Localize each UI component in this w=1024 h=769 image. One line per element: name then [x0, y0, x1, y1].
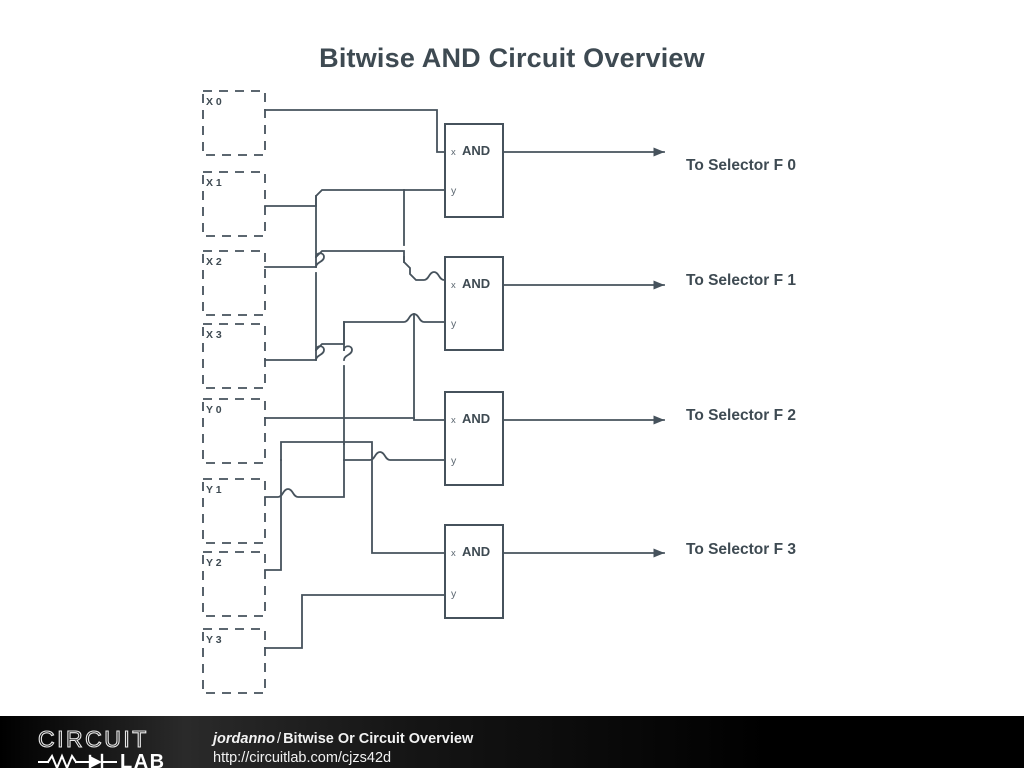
gate2-name-label: AND — [462, 411, 490, 426]
input-label-x3: X 3 — [206, 329, 222, 341]
wire-y0-to-gate2-x — [264, 417, 446, 421]
wire-x0-to-gate0-x — [264, 109, 446, 153]
output-label-f1: To Selector F 1 — [686, 272, 796, 289]
input-block-y1[interactable]: Y 1 — [202, 478, 266, 544]
gate1-name-label: AND — [462, 276, 490, 291]
footer-project-line: jordanno/Bitwise Or Circuit Overview — [213, 730, 473, 749]
input-block-x3[interactable]: X 3 — [202, 323, 266, 389]
and-gate-3[interactable]: x AND y — [444, 524, 504, 619]
input-label-y1: Y 1 — [206, 484, 222, 496]
gate1-x-port-label: x — [451, 280, 456, 291]
schematic-canvas: Bitwise AND Circuit Overview X 0 X 1 X 2 — [202, 43, 796, 694]
input-label-y3: Y 3 — [206, 634, 222, 646]
output-label-f0: To Selector F 0 — [686, 157, 796, 174]
circuit-schematic: X 0 X 1 X 2 X 3 Y 0 Y 1 — [202, 90, 665, 694]
gate2-y-port-label: y — [451, 455, 457, 467]
gate2-x-port-label: x — [451, 415, 456, 426]
gate0-y-port-label: y — [451, 185, 457, 197]
gate3-y-port-label: y — [451, 588, 457, 600]
junction-hop-x3-over-bus — [315, 345, 325, 361]
wire-y2-branch — [280, 441, 446, 554]
footer-project-name: Bitwise Or Circuit Overview — [283, 731, 474, 747]
logo-resistor-diode-icon — [38, 753, 117, 769]
input-block-x0[interactable]: X 0 — [202, 90, 266, 156]
gate3-x-port-label: x — [451, 548, 456, 559]
junction-hop-x2-over-bus — [315, 252, 325, 268]
footer-text-block: jordanno/Bitwise Or Circuit Overview htt… — [213, 730, 473, 768]
wire-x2-to-gate1-x — [264, 250, 446, 281]
input-block-y3[interactable]: Y 3 — [202, 628, 266, 694]
footer-separator: / — [277, 731, 282, 747]
input-block-x1[interactable]: X 1 — [202, 171, 266, 237]
input-block-group: X 0 X 1 X 2 X 3 Y 0 Y 1 — [202, 90, 266, 694]
logo-wordmark-circuit: CIRCUIT — [38, 726, 149, 752]
wire-x1-to-gate0-y — [264, 189, 446, 207]
input-label-y2: Y 2 — [206, 557, 222, 569]
gate1-y-port-label: y — [451, 318, 457, 330]
input-label-x1: X 1 — [206, 177, 222, 189]
gate0-name-label: AND — [462, 143, 490, 158]
output-label-f2: To Selector F 2 — [686, 407, 796, 424]
and-gate-1[interactable]: x AND y — [444, 256, 504, 351]
gate3-name-label: AND — [462, 544, 490, 559]
and-gate-0[interactable]: x AND y — [444, 123, 504, 218]
input-label-x2: X 2 — [206, 256, 222, 268]
junction-hop-bus-b-mid — [343, 345, 353, 361]
footer-url[interactable]: http://circuitlab.com/cjzs42d — [213, 750, 392, 766]
wire-group — [264, 109, 665, 649]
and-gate-group: x AND y x AND y x AND y x AND y — [444, 123, 504, 619]
wire-y1-to-gate2-y — [264, 451, 446, 498]
and-gate-2[interactable]: x AND y — [444, 391, 504, 486]
wire-x3-to-gate1-y — [264, 313, 446, 361]
input-label-x0: X 0 — [206, 96, 222, 108]
wire-y2-to-gate3-x — [264, 459, 282, 571]
input-block-y2[interactable]: Y 2 — [202, 551, 266, 617]
circuitlab-logo[interactable]: CIRCUIT LAB — [38, 725, 193, 769]
input-label-y0: Y 0 — [206, 404, 222, 416]
footer-username[interactable]: jordanno — [213, 731, 276, 747]
output-label-f3: To Selector F 3 — [686, 541, 796, 558]
logo-wordmark-lab: LAB — [120, 751, 166, 769]
footer-bar — [0, 716, 1024, 768]
page-title: Bitwise AND Circuit Overview — [319, 43, 705, 73]
input-block-x2[interactable]: X 2 — [202, 250, 266, 316]
gate0-x-port-label: x — [451, 147, 456, 158]
input-block-y0[interactable]: Y 0 — [202, 398, 266, 464]
wire-y3-to-gate3-y — [264, 594, 446, 649]
